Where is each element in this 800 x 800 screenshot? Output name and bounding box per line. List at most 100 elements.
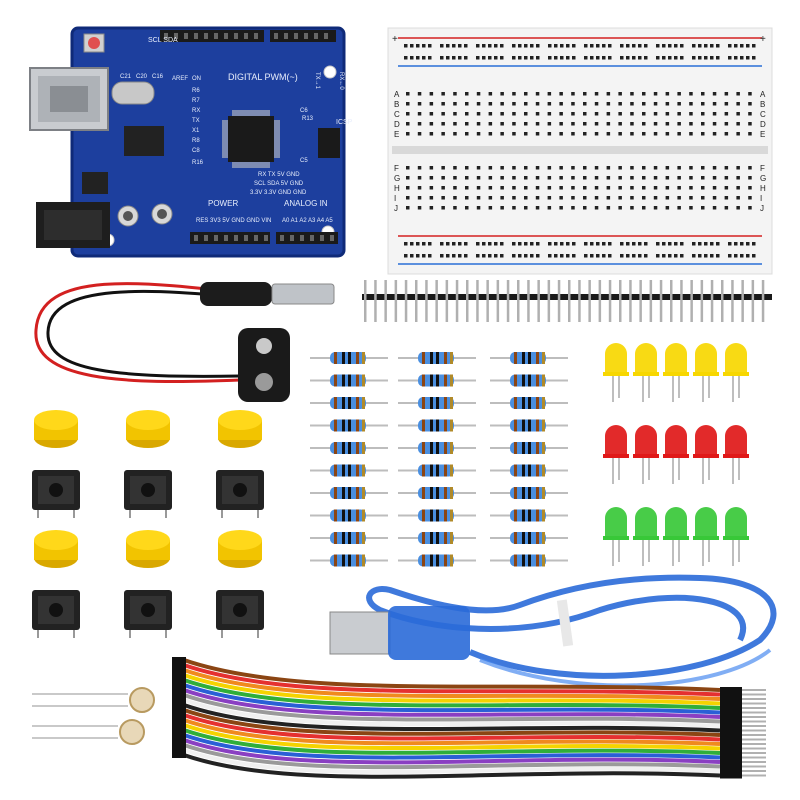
battery-snap-cable (34, 282, 335, 402)
resistor (310, 509, 388, 522)
c6-label: C6 (300, 108, 308, 114)
jumper-wire (172, 697, 766, 729)
header-pin (506, 280, 510, 322)
resistor (398, 464, 476, 477)
header-pin (384, 280, 387, 322)
resistor (310, 554, 388, 567)
photoresistor-group (32, 687, 155, 745)
row-letter: C (394, 110, 400, 119)
header-pin (455, 280, 459, 322)
resistor (490, 509, 568, 522)
header-pin (629, 280, 632, 322)
resistor (398, 509, 476, 522)
jumper-wire (172, 717, 766, 747)
resistor (490, 374, 568, 387)
resistor (490, 554, 568, 567)
yellow-led (723, 343, 749, 402)
header-pin (619, 280, 622, 322)
led-group (603, 343, 749, 566)
resistor (398, 397, 476, 409)
header-pin (721, 280, 724, 322)
tactile-button (216, 590, 264, 638)
jumper-wire (172, 672, 766, 707)
header-pin (364, 280, 367, 322)
analog-label: ANALOG IN (284, 199, 328, 208)
v33-gnd-label: 3.3V 3.3V GND GND (250, 190, 307, 196)
header-pin (435, 280, 438, 322)
pin-header-strip (362, 280, 772, 322)
button-cap (126, 410, 170, 448)
rail-plus-top-right: + (760, 34, 766, 45)
tx-label: TX (192, 118, 200, 124)
row-letter: B (394, 100, 399, 109)
red-led (603, 425, 629, 484)
photoresistor (119, 719, 145, 745)
tactile-button (124, 470, 172, 518)
resistor (398, 352, 476, 364)
jumper-wire (172, 727, 766, 756)
row-letter: A (394, 90, 400, 99)
resistor (310, 397, 388, 409)
yellow-led (693, 343, 719, 402)
header-pin (588, 280, 591, 322)
jumper-wire (172, 677, 766, 711)
row-letter: D (760, 120, 766, 129)
jumper-wire (172, 742, 766, 770)
header-pin (670, 280, 673, 322)
tactile-button (32, 470, 80, 518)
button-cap (218, 530, 262, 568)
c5-label: C5 (300, 158, 308, 164)
resistor (490, 442, 568, 454)
row-letter: E (394, 130, 399, 139)
jumper-wire (172, 707, 766, 738)
yellow-led (663, 343, 689, 402)
tactile-button (32, 590, 80, 638)
red-led (693, 425, 719, 484)
jumper-wire (172, 692, 766, 725)
yellow-led (633, 343, 659, 402)
row-letter: G (394, 174, 400, 183)
header-pin (608, 280, 612, 322)
row-letter: D (394, 120, 400, 129)
header-pin (517, 280, 520, 322)
usb-cable (329, 574, 777, 688)
row-letter: H (760, 184, 766, 193)
header-pin (557, 280, 561, 322)
jumper-wire (172, 737, 766, 765)
header-pin (496, 280, 500, 322)
button-cap (34, 530, 78, 568)
header-pin (445, 280, 449, 322)
header-pin (639, 280, 642, 322)
r7-label: R7 (192, 98, 200, 104)
aref-label: AREF (172, 76, 188, 82)
header-pin (404, 280, 408, 322)
rx-label: RX (192, 108, 200, 114)
jumper-wire (172, 667, 766, 702)
row-letter: C (760, 110, 766, 119)
x1-label: X1 (192, 128, 200, 134)
resistor (310, 374, 388, 387)
r8-label: R8 (192, 138, 200, 144)
resistor (490, 464, 568, 477)
power-pins-label: RES 3V3 5V GND GND VIN (196, 218, 271, 224)
jumper-wire (172, 747, 766, 774)
battery-snap-clip (238, 328, 290, 402)
row-letter: H (394, 184, 400, 193)
rail-plus-top: + (392, 34, 398, 45)
tactile-button (124, 590, 172, 638)
resistor (310, 352, 388, 364)
row-letter: A (760, 90, 766, 99)
jumper-wire (172, 682, 766, 716)
button-cap (34, 410, 78, 448)
analog-pins-label: A0 A1 A2 A3 A4 A5 (282, 218, 333, 224)
resistor (490, 532, 568, 544)
scl-sda-label: SCL SDA (148, 37, 178, 44)
jumper-wire (172, 722, 766, 752)
row-letter: G (760, 174, 766, 183)
header-pin (690, 280, 693, 322)
breadboard-holes (404, 44, 756, 258)
row-letter: F (394, 164, 399, 173)
green-led (693, 507, 719, 566)
row-letter: I (394, 194, 396, 203)
